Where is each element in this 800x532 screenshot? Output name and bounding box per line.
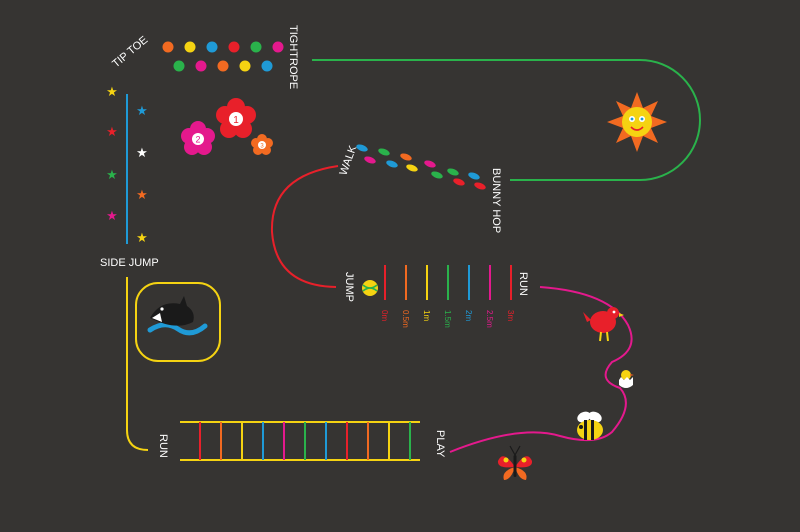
star-icon: ★ (106, 124, 118, 139)
jump-label: JUMP (343, 272, 355, 302)
sun-icon (607, 92, 667, 152)
tip-toe-stars: ★ ★ ★ ★ ★ ★ ★ ★ (106, 84, 148, 245)
jump-marker: 0.5m (401, 310, 410, 328)
walk-red-line (270, 165, 339, 288)
shark-pool (135, 282, 221, 362)
side-jump-yellow-line (126, 277, 149, 451)
jump-marker: 1.5m (443, 310, 452, 328)
svg-text:1: 1 (233, 115, 239, 126)
star-icon: ★ (136, 230, 148, 245)
butterfly-icon (497, 445, 533, 480)
star-icon: ★ (106, 208, 118, 223)
star-icon: ★ (136, 145, 148, 160)
chick-icon (619, 370, 634, 388)
flower-2: 2 (181, 121, 215, 155)
svg-text:2: 2 (195, 135, 200, 145)
tightrope-label: TIGHTROPE (287, 25, 299, 89)
bunny-hop-label: BUNNY HOP (490, 168, 502, 233)
tightrope-green-line (312, 59, 701, 181)
ball-icon (362, 280, 378, 296)
jump-marker: 2.5m (485, 310, 494, 328)
star-icon: ★ (106, 84, 118, 99)
side-jump-label: SIDE JUMP (100, 257, 159, 269)
tip-toe-label: TIP TOE (110, 34, 150, 70)
jump-markers: 0m 0.5m 1m 1.5m 2m 2.5m 3m (380, 310, 515, 328)
jump-marker: 2m (464, 310, 473, 321)
jump-marker: 3m (506, 310, 515, 321)
jump-marker: 0m (380, 310, 389, 321)
hen-icon (583, 307, 624, 342)
run-label-top: RUN (517, 272, 529, 296)
jump-marker: 1m (422, 310, 431, 321)
svg-text:3: 3 (260, 144, 264, 150)
walk-label: WALK (338, 143, 360, 177)
play-label: PLAY (434, 430, 446, 458)
star-icon: ★ (136, 187, 148, 202)
flower-3: 3 (251, 134, 273, 155)
flower-1: 1 (216, 98, 256, 138)
tightrope-dots (162, 41, 284, 72)
ladder (180, 421, 420, 461)
star-icon: ★ (106, 167, 118, 182)
star-icon: ★ (136, 103, 148, 118)
run-pink-line (449, 286, 633, 453)
shark-icon (147, 296, 208, 336)
jump-bars (384, 265, 512, 300)
footprints-icon (356, 144, 486, 190)
run-label-bottom: RUN (157, 434, 169, 458)
bee-icon (577, 411, 603, 440)
